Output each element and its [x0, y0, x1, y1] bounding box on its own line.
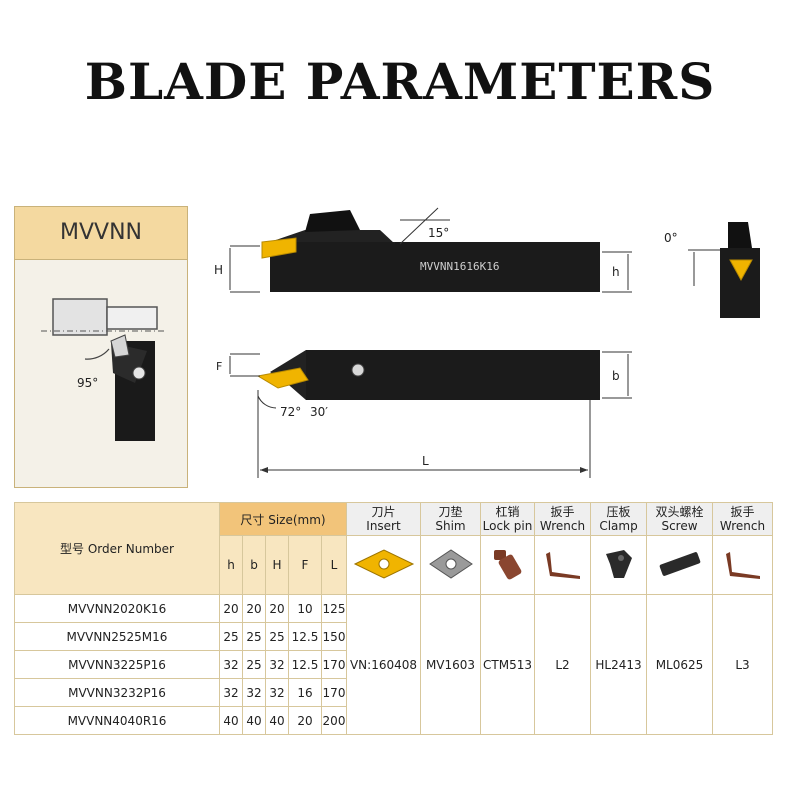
table-row-3-h: 32: [219, 678, 243, 707]
model-box: MVVNN 95°: [14, 206, 188, 488]
dim-L-label: L: [422, 454, 429, 468]
screw-icon: [646, 535, 713, 595]
angle-arc: [84, 348, 110, 360]
angle-15-label: 15°: [428, 226, 449, 240]
table-row-4-b: 40: [242, 706, 266, 735]
col-L: L: [321, 535, 347, 595]
table-row-4-H: 40: [265, 706, 289, 735]
table-row-4-F: 20: [288, 706, 322, 735]
insert-icon: [346, 535, 421, 595]
table-row-3-F: 16: [288, 678, 322, 707]
insert-bottom: [256, 367, 309, 389]
table-row-4-order: MVVNN4040R16: [14, 706, 220, 735]
dim-b-label: b: [612, 369, 620, 383]
wrench-icon-1: [534, 535, 591, 595]
col-H: H: [265, 535, 289, 595]
workpiece-shape: [52, 298, 108, 336]
table-row-1-h: 25: [219, 622, 243, 651]
shim-icon: [420, 535, 481, 595]
shank-top-view: [306, 350, 600, 400]
table-row-1-b: 25: [242, 622, 266, 651]
clamp-value: HL2413: [590, 594, 647, 735]
table-row-3-H: 32: [265, 678, 289, 707]
angle-95-label: 95°: [77, 376, 98, 390]
table-row-0-H: 20: [265, 594, 289, 623]
insert-top: [261, 237, 297, 259]
shim-value: MV1603: [420, 594, 481, 735]
model-schematic: 95°: [41, 298, 165, 441]
dim-F-label: F: [216, 360, 222, 373]
table-row-0-h: 20: [219, 594, 243, 623]
dim-H-label: H: [214, 263, 223, 277]
end-view-insert: [729, 259, 753, 282]
insert-value: VN:160408: [346, 594, 421, 735]
clamp-shape: [305, 210, 360, 232]
wrench-value-1: L2: [534, 594, 591, 735]
table-row-2-H: 32: [265, 650, 289, 679]
order-number-header: 型号 Order Number: [14, 502, 220, 595]
model-name: MVVNN: [15, 207, 187, 260]
table-row-2-order: MVVNN3225P16: [14, 650, 220, 679]
shank-side-view: [270, 242, 600, 292]
table-row-2-F: 12.5: [288, 650, 322, 679]
wrench-value-2: L3: [712, 594, 773, 735]
table-row-3-b: 32: [242, 678, 266, 707]
tool-drawing: MVVNN1616K16 H 15° h 0° F b 72° 30′ L: [214, 207, 760, 478]
table-row-4-h: 40: [219, 706, 243, 735]
col-F: F: [288, 535, 322, 595]
size-header: 尺寸 Size(mm): [219, 502, 347, 536]
dim-h-label: h: [612, 265, 620, 279]
table-row-1-F: 12.5: [288, 622, 322, 651]
end-view-clamp: [728, 222, 752, 248]
clamp-icon: [590, 535, 647, 595]
insert-shape: [110, 334, 130, 358]
shank-engraving: MVVNN1616K16: [420, 260, 499, 273]
head-block: [270, 230, 395, 244]
angle-0-label: 0°: [664, 231, 678, 245]
wrench-icon-2: [712, 535, 773, 595]
table-row-1-order: MVVNN2525M16: [14, 622, 220, 651]
table-row-0-order: MVVNN2020K16: [14, 594, 220, 623]
table-row-0-F: 10: [288, 594, 322, 623]
table-row-2-h: 32: [219, 650, 243, 679]
screw-shape: [132, 366, 146, 380]
table-row-4-L: 200: [321, 706, 347, 735]
lock-pin-icon: [480, 535, 535, 595]
table-row-3-L: 170: [321, 678, 347, 707]
col-b: b: [242, 535, 266, 595]
angle-30-label: 30′: [310, 405, 328, 419]
screw-value: ML0625: [646, 594, 713, 735]
workpiece-end: [106, 306, 158, 330]
lock-pin-value: CTM513: [480, 594, 535, 735]
table-row-1-L: 150: [321, 622, 347, 651]
table-row-2-L: 170: [321, 650, 347, 679]
page-title: BLADE PARAMETERS: [84, 52, 716, 111]
col-h: h: [219, 535, 243, 595]
table-row-3-order: MVVNN3232P16: [14, 678, 220, 707]
table-row-0-b: 20: [242, 594, 266, 623]
angle-72-label: 72°: [280, 405, 301, 419]
end-view-shank: [720, 248, 760, 318]
table-row-1-H: 25: [265, 622, 289, 651]
table-row-2-b: 25: [242, 650, 266, 679]
table-row-0-L: 125: [321, 594, 347, 623]
bolt-top-view: [351, 363, 365, 377]
